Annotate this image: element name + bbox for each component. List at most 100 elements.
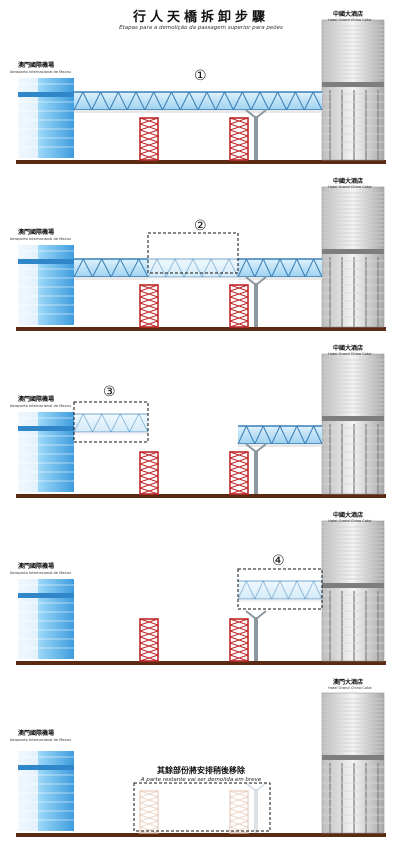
hotel-label-2: 中國大酒店 [333,178,364,185]
bridge-truss [232,91,243,111]
scaffold-brace [139,814,159,822]
bridge-truss [262,258,273,278]
diagram-title: 行人天橋拆卸步驟 [132,10,269,25]
airport-glass-highlight [18,579,38,659]
bridge-span [238,426,322,444]
scaffold-tower [139,790,159,834]
bridge-truss [241,91,252,111]
bridge-truss [119,258,130,278]
bridge-truss [271,425,281,445]
scaffold-brace [229,802,249,810]
bridge-truss [294,91,305,111]
airport-band [18,593,74,598]
bridge-deck [238,277,322,280]
scaffold-brace [229,808,249,816]
hotel-label-1: 中國大酒店 [333,11,364,18]
scaffold-brace [139,284,159,292]
scaffold-brace [139,314,159,322]
bridge-deck [74,277,148,280]
airport-sublabel-5: Aeroporto Internacional de Macau [10,738,71,742]
bridge-truss [304,580,315,600]
bridge-truss [92,413,103,433]
scaffold-tower [229,618,249,662]
hotel-building [321,353,385,495]
removal-outline [73,401,149,443]
airport-glass-highlight [18,412,38,492]
scaffold-brace [229,451,249,459]
bridge-truss [312,91,323,111]
scaffold-tower [139,117,159,161]
ground-strip [16,833,386,837]
stage-1 [16,19,386,164]
scaffold-brace [229,302,249,310]
scaffold-brace [229,618,249,626]
airport-band [18,765,74,770]
hotel-label-4: 中國大酒店 [333,512,364,519]
bridge-truss [237,258,247,278]
hotel-building [321,520,385,662]
pier-arm [255,276,267,286]
bridge-truss [268,91,279,111]
scaffold-brace [229,117,249,125]
scaffold-brace [229,469,249,477]
hotel-band [322,583,384,588]
pier-arm [255,443,267,453]
scaffold-brace [229,135,249,143]
bridge-truss [215,91,226,111]
stage-2 [16,186,386,331]
removal-outline [147,232,239,274]
scaffold-tower [229,451,249,495]
bridge-truss [73,258,84,278]
bridge-truss [304,425,315,445]
bridge-truss [82,258,93,278]
scaffold-brace [139,320,159,328]
bridge-truss [296,425,306,445]
scaffold-brace [139,302,159,310]
ground-strip [16,661,386,665]
scaffold-brace [139,630,159,638]
bridge-truss [162,91,172,111]
bridge-truss [183,258,194,278]
bridge-truss [245,580,256,600]
airport-sublabel-4: Aeroporto Internacional de Macau [10,571,71,575]
bridge-truss [119,413,130,433]
bridge-truss [138,258,149,278]
ground-strip [16,494,386,498]
scaffold-brace [139,457,159,465]
scaffold-brace [229,308,249,316]
scaffold-brace [229,826,249,834]
scaffold-brace [139,654,159,662]
pier-arm [245,610,257,620]
bridge-truss [129,413,140,433]
scaffold-brace [229,820,249,828]
scaffold-brace [229,129,249,137]
scaffold-brace [139,808,159,816]
scaffold-brace [139,451,159,459]
stage-4 [16,520,386,665]
diagram-subtitle: Etapas para a demolição da passagem supe… [119,25,283,31]
scaffold-brace [139,648,159,656]
hotel-building [321,692,385,834]
bridge-truss [313,580,323,600]
bridge-truss [287,580,298,600]
scaffold-brace [139,487,159,495]
bridge-truss [144,91,155,111]
hotel-band [322,755,384,760]
bridge-truss [279,425,289,445]
scaffold-brace [139,135,159,143]
bridge-truss [117,91,128,111]
scaffold-brace [139,796,159,804]
scaffold-brace [229,814,249,822]
scaffold-tower [139,451,159,495]
bridge-truss [228,258,239,278]
bridge-truss [188,91,199,111]
airport-glass-highlight [18,751,38,831]
bridge-truss [129,258,140,278]
bridge-truss [245,258,256,278]
bridge-truss [219,258,230,278]
scaffold-brace [139,147,159,155]
scaffold-brace [139,475,159,483]
scaffold-brace [139,618,159,626]
airport-sublabel-2: Aeroporto Internacional de Macau [10,237,71,241]
bridge-truss [224,91,234,111]
